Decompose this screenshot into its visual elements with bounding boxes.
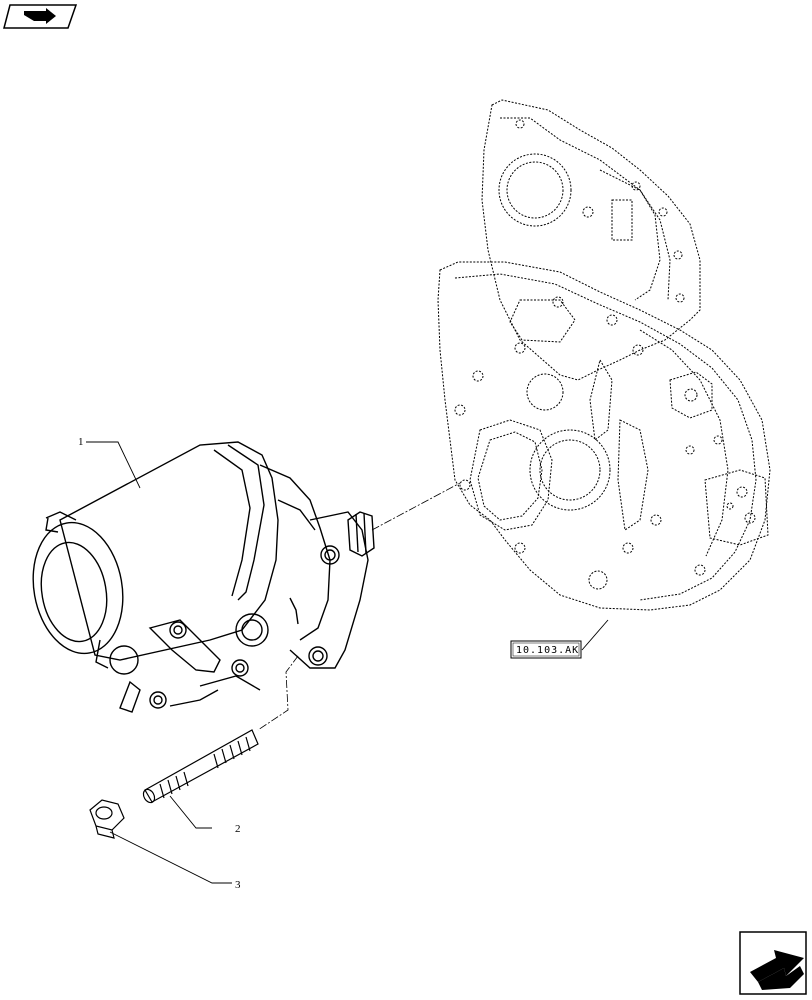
starter-motor bbox=[32, 441, 375, 713]
previous-section-arrow-icon[interactable] bbox=[3, 4, 78, 29]
callout-label-1: 1 bbox=[78, 436, 84, 448]
nut bbox=[89, 799, 125, 839]
stud bbox=[142, 729, 259, 804]
callout-leaders bbox=[86, 441, 609, 884]
flywheel-housing bbox=[437, 99, 771, 611]
reference-box[interactable]: 10.103.AK bbox=[510, 640, 582, 659]
callout-label-3: 3 bbox=[235, 879, 241, 891]
assembly-centerlines bbox=[257, 482, 461, 731]
callout-label-2: 2 bbox=[235, 823, 241, 835]
next-page-arrow-icon[interactable] bbox=[739, 931, 807, 995]
reference-label: 10.103.AK bbox=[516, 645, 579, 656]
